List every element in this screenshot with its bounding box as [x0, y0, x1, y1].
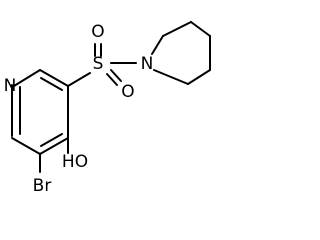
bond-cd-ce	[187, 69, 211, 85]
bond-c2-c3-inner	[40, 77, 63, 91]
hydroxyl-label: HO	[62, 152, 88, 172]
sulfonyl-oxygen-top-label: O	[91, 22, 104, 42]
bromine-label: Br	[33, 176, 52, 196]
piperidine-ring	[151, 21, 211, 85]
pyridine-nitrogen-label: N	[4, 76, 17, 96]
pyridine-ring	[11, 69, 69, 155]
bond-c4-c5	[39, 137, 69, 155]
sulfonyl-oxygen-bottom-label: O	[121, 82, 134, 102]
bond-n-c2	[13, 69, 41, 87]
bond-c2-c3	[39, 69, 69, 87]
bond-c3-s	[67, 72, 91, 87]
bond-ca-cb	[162, 21, 192, 37]
atom-labels: N S O O N HO Br	[4, 22, 154, 196]
bond-s-o-bottom-b	[110, 69, 122, 82]
bond-n-ca	[151, 35, 164, 55]
sulfur-label: S	[93, 54, 104, 74]
bond-c4-c5-inner	[40, 133, 63, 147]
bond-cb-cc	[190, 21, 211, 37]
substituent-bonds	[39, 43, 137, 173]
bond-s-o-bottom-a	[106, 73, 118, 86]
bond-c5-c6	[11, 137, 41, 155]
bond-ce-n	[153, 69, 189, 85]
piperidine-nitrogen-label: N	[141, 54, 154, 74]
chemical-structure: N S O O N HO Br	[4, 21, 211, 196]
